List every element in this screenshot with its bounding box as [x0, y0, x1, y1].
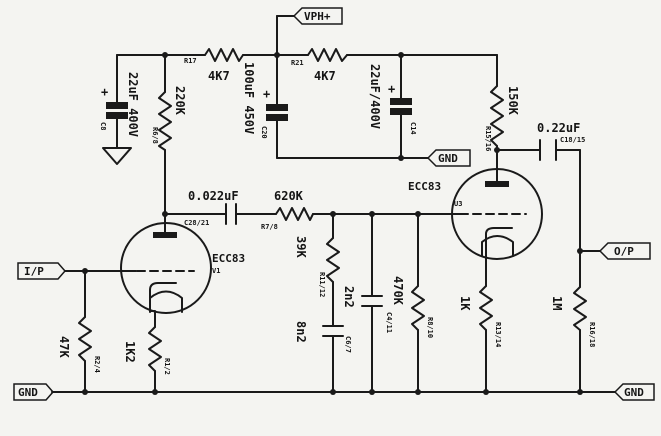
- r8-value: 470K: [391, 276, 405, 306]
- resistor-r11: [326, 237, 340, 283]
- r16-value: 1M: [550, 296, 564, 310]
- c6-ref: C6/7: [344, 336, 352, 353]
- port-gnd-right: GND: [613, 383, 655, 401]
- r6-ref: R6/8: [151, 127, 159, 144]
- junction-dots: [82, 52, 583, 395]
- resistor-r2: [78, 316, 92, 362]
- port-gnd-mid: GND: [426, 149, 471, 167]
- capacitor-c18: [539, 139, 557, 161]
- c18-value: 0.22uF: [537, 121, 580, 135]
- r13-value: 1K: [458, 296, 472, 311]
- tube-v1: [120, 222, 212, 314]
- capacitor-c28: [225, 203, 237, 225]
- resistor-r7: [275, 207, 314, 221]
- polarity-mark-c20: +: [263, 87, 270, 101]
- r1-ref: R1/2: [163, 358, 171, 375]
- r1-value: 1K2: [123, 341, 137, 363]
- tube-v3: [451, 168, 543, 260]
- c20-value: 100uF 450V: [242, 62, 256, 134]
- svg-text:I/P: I/P: [24, 265, 44, 278]
- polarity-mark-c8: +: [101, 85, 108, 99]
- tube-v1-type: ECC83: [212, 252, 245, 265]
- wires: [51, 15, 616, 393]
- svg-text:GND: GND: [18, 386, 38, 399]
- svg-text:GND: GND: [624, 386, 644, 399]
- port-gnd-left: GND: [13, 383, 54, 401]
- polarity-mark-c14: +: [388, 82, 395, 96]
- r17-value: 4K7: [208, 69, 230, 83]
- capacitor-c14: [390, 81, 412, 127]
- r15-value: 150K: [506, 86, 520, 116]
- resistor-r8: [411, 285, 425, 331]
- r13-ref: R13/14: [494, 322, 502, 347]
- r17-ref: R17: [184, 57, 197, 65]
- capacitor-c20: [266, 85, 288, 131]
- tube-v3-type: ECC83: [408, 180, 441, 193]
- resistor-r6: [158, 91, 172, 151]
- c8-ref: C8: [99, 122, 107, 130]
- port-input: I/P: [17, 262, 66, 280]
- resistor-r13: [479, 285, 493, 331]
- svg-text:O/P: O/P: [614, 245, 634, 258]
- tube-v1-ref: V1: [212, 267, 220, 275]
- svg-text:VPH+: VPH+: [304, 10, 331, 23]
- r15-ref: R15/16: [484, 126, 492, 151]
- c14-value: 22uF/400V: [368, 64, 382, 129]
- r11-value: 39K: [294, 236, 308, 258]
- r21-value: 4K7: [314, 69, 336, 83]
- c14-ref: C14: [409, 122, 417, 135]
- c4-ref: C4/11: [385, 312, 393, 333]
- r21-ref: R21: [291, 59, 304, 67]
- tube-v3-ref: U3: [454, 200, 462, 208]
- r8-ref: R8/10: [426, 317, 434, 338]
- capacitor-c6: [322, 325, 344, 337]
- c8-value: 22uF 400V: [126, 72, 140, 137]
- capacitor-c8: [106, 83, 128, 131]
- svg-text:GND: GND: [438, 152, 458, 165]
- port-vph: VPH+: [292, 7, 343, 25]
- c28-value: 0.022uF: [188, 189, 239, 203]
- c6-value: 8n2: [294, 321, 308, 343]
- r11-ref: R11/12: [318, 272, 326, 297]
- r2-value: 47K: [57, 336, 71, 358]
- r7-ref: R7/8: [261, 223, 278, 231]
- c18-ref: C18/15: [560, 136, 585, 144]
- ground-symbol: [102, 147, 132, 165]
- capacitor-c4: [361, 295, 383, 307]
- c20-ref: C20: [260, 126, 268, 139]
- r6-value: 220K: [173, 86, 187, 116]
- resistor-r1: [148, 326, 162, 372]
- r7-value: 620K: [274, 189, 304, 203]
- resistor-r15: [490, 85, 504, 147]
- c28-ref: C28/21: [184, 219, 209, 227]
- resistor-r17: [204, 48, 244, 62]
- c4-value: 2n2: [342, 286, 356, 308]
- port-output: O/P: [598, 242, 651, 260]
- resistor-r16: [573, 286, 587, 331]
- resistor-r21: [307, 48, 348, 62]
- r16-ref: R16/18: [588, 322, 596, 347]
- r2-ref: R2/4: [93, 356, 101, 373]
